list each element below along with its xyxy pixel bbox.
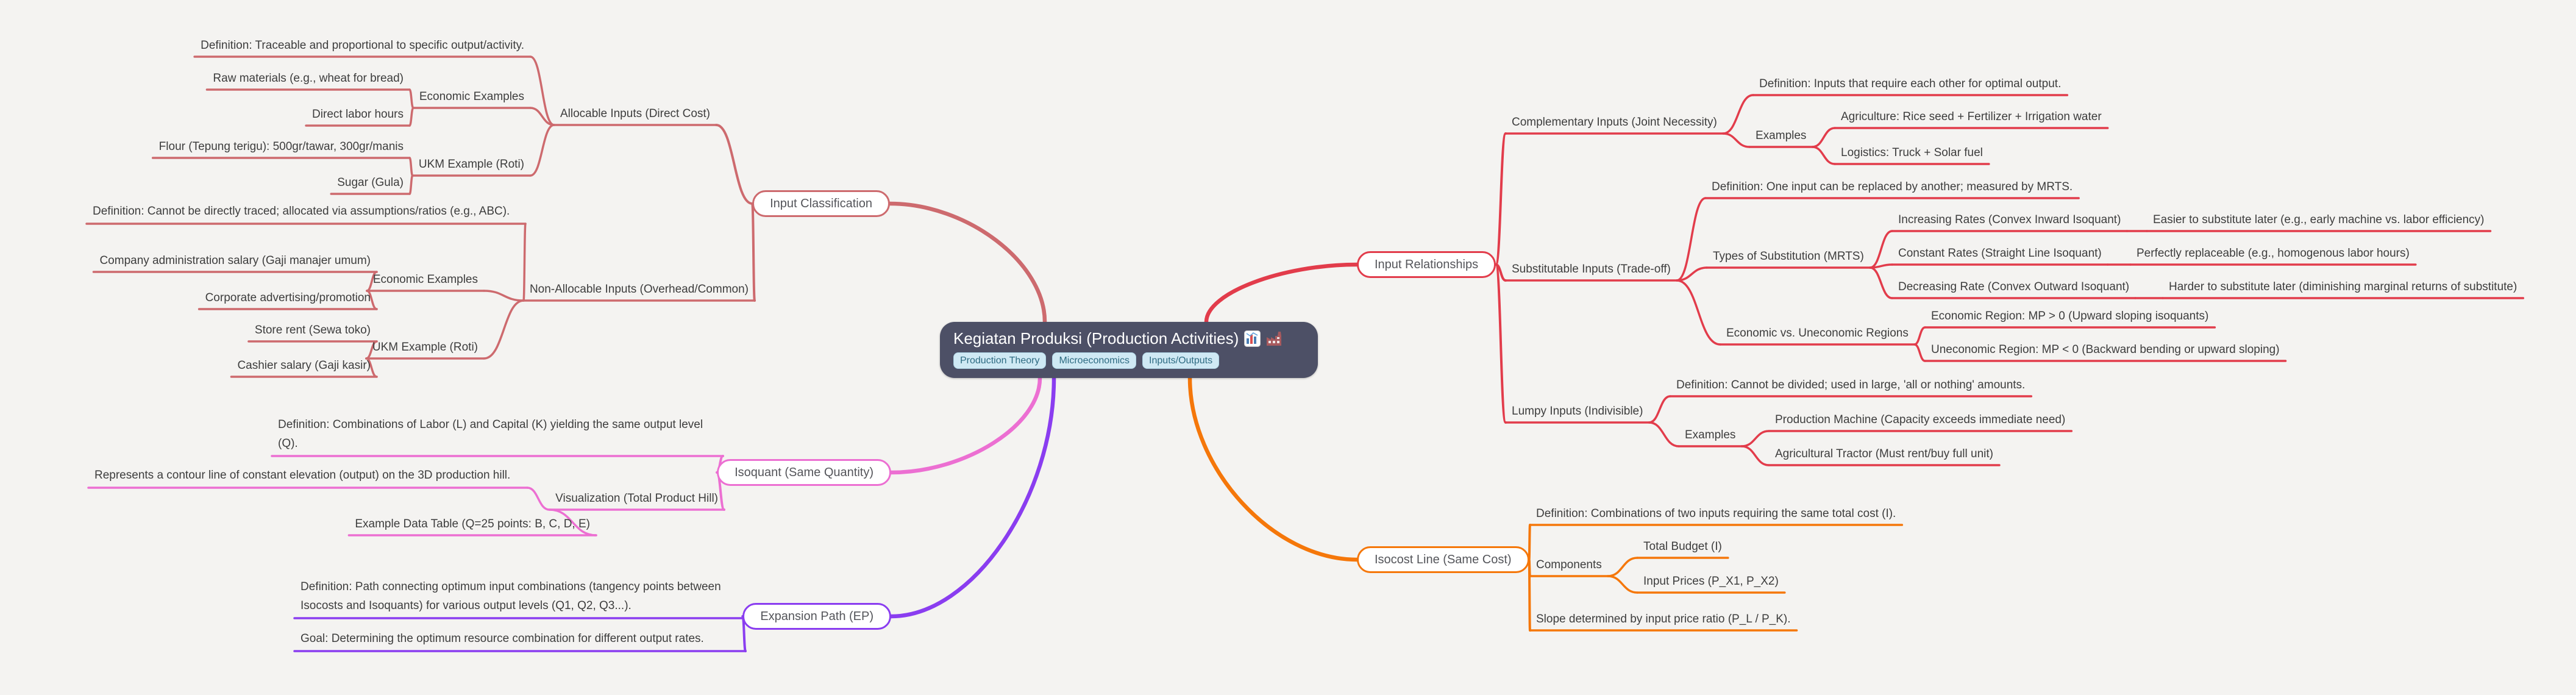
node-lumpy-examples[interactable]: Examples — [1685, 429, 1736, 441]
node-lumpy-definition[interactable]: Definition: Cannot be divided; used in l… — [1676, 379, 2026, 391]
node-cashier-salary[interactable]: Cashier salary (Gaji kasir) — [237, 359, 371, 372]
node-allocable-economic-examples[interactable]: Economic Examples — [419, 90, 524, 103]
root-title-text: Kegiatan Produksi (Production Activities… — [953, 329, 1239, 348]
root-node[interactable]: Kegiatan Produksi (Production Activities… — [940, 322, 1318, 378]
node-expansion-goal[interactable]: Goal: Determining the optimum resource c… — [301, 632, 704, 645]
node-increasing-rates[interactable]: Increasing Rates (Convex Inward Isoquant… — [1898, 213, 2121, 226]
node-allocable-inputs[interactable]: Allocable Inputs (Direct Cost) — [560, 107, 710, 120]
node-complementary-inputs[interactable]: Complementary Inputs (Joint Necessity) — [1512, 116, 1717, 129]
node-isocost-line[interactable]: Isocost Line (Same Cost) — [1357, 546, 1529, 573]
node-agriculture-example[interactable]: Agriculture: Rice seed + Fertilizer + Ir… — [1841, 110, 2102, 123]
node-components[interactable]: Components — [1536, 558, 1602, 571]
badge-inputs-outputs: Inputs/Outputs — [1142, 352, 1220, 369]
node-input-relationships[interactable]: Input Relationships — [1357, 251, 1496, 278]
node-contour-description[interactable]: Represents a contour line of constant el… — [94, 469, 511, 482]
node-lumpy-inputs[interactable]: Lumpy Inputs (Indivisible) — [1512, 405, 1643, 418]
factory-icon — [1267, 331, 1282, 346]
node-raw-materials[interactable]: Raw materials (e.g., wheat for bread) — [213, 72, 404, 85]
node-increasing-rates-note[interactable]: Easier to substitute later (e.g., early … — [2153, 213, 2485, 226]
node-constant-rates-note[interactable]: Perfectly replaceable (e.g., homogenous … — [2137, 247, 2410, 260]
node-allocable-ukm-example[interactable]: UKM Example (Roti) — [418, 158, 524, 171]
node-decreasing-rate[interactable]: Decreasing Rate (Convex Outward Isoquant… — [1898, 280, 2130, 293]
node-non-allocable-inputs[interactable]: Non-Allocable Inputs (Overhead/Common) — [529, 283, 749, 296]
node-non-allocable-ukm-example[interactable]: UKM Example (Roti) — [372, 341, 478, 354]
node-slope[interactable]: Slope determined by input price ratio (P… — [1536, 613, 1791, 626]
root-tags: Production Theory Microeconomics Inputs/… — [953, 352, 1304, 369]
node-expansion-path[interactable]: Expansion Path (EP) — [742, 603, 891, 630]
node-agricultural-tractor[interactable]: Agricultural Tractor (Must rent/buy full… — [1775, 447, 1993, 460]
node-economic-vs-uneconomic[interactable]: Economic vs. Uneconomic Regions — [1726, 327, 1909, 340]
node-input-prices[interactable]: Input Prices (P_X1, P_X2) — [1643, 575, 1779, 588]
root-title: Kegiatan Produksi (Production Activities… — [953, 328, 1304, 349]
node-visualization[interactable]: Visualization (Total Product Hill) — [555, 492, 718, 505]
node-substitutable-inputs[interactable]: Substitutable Inputs (Trade-off) — [1512, 263, 1671, 276]
node-economic-region[interactable]: Economic Region: MP > 0 (Upward sloping … — [1931, 310, 2209, 323]
badge-microeconomics: Microeconomics — [1052, 352, 1137, 369]
node-company-admin-salary[interactable]: Company administration salary (Gaji mana… — [99, 254, 371, 267]
node-isoquant[interactable]: Isoquant (Same Quantity) — [717, 459, 891, 486]
node-input-classification[interactable]: Input Classification — [752, 190, 890, 217]
node-isoquant-definition[interactable]: Definition: Combinations of Labor (L) an… — [278, 418, 703, 450]
node-corporate-advertising[interactable]: Corporate advertising/promotion — [205, 291, 371, 304]
node-store-rent[interactable]: Store rent (Sewa toko) — [254, 324, 371, 337]
node-total-budget[interactable]: Total Budget (I) — [1643, 540, 1722, 553]
node-sugar[interactable]: Sugar (Gula) — [337, 176, 404, 189]
node-complementary-definition[interactable]: Definition: Inputs that require each oth… — [1759, 77, 2062, 90]
badge-production-theory: Production Theory — [953, 352, 1047, 369]
node-flour[interactable]: Flour (Tepung terigu): 500gr/tawar, 300g… — [158, 140, 404, 153]
node-uneconomic-region[interactable]: Uneconomic Region: MP < 0 (Backward bend… — [1931, 343, 2280, 356]
node-constant-rates[interactable]: Constant Rates (Straight Line Isoquant) — [1898, 247, 2102, 260]
node-types-of-substitution[interactable]: Types of Substitution (MRTS) — [1713, 250, 1864, 263]
node-complementary-examples[interactable]: Examples — [1756, 129, 1807, 142]
node-non-allocable-definition[interactable]: Definition: Cannot be directly traced; a… — [93, 205, 510, 218]
node-logistics-example[interactable]: Logistics: Truck + Solar fuel — [1841, 146, 1983, 159]
node-non-allocable-economic-examples[interactable]: Economic Examples — [372, 273, 478, 286]
node-isocost-definition[interactable]: Definition: Combinations of two inputs r… — [1536, 507, 1896, 520]
node-production-machine[interactable]: Production Machine (Capacity exceeds imm… — [1775, 413, 2066, 426]
node-example-data-table[interactable]: Example Data Table (Q=25 points: B, C, D… — [355, 518, 590, 530]
node-expansion-definition[interactable]: Definition: Path connecting optimum inpu… — [301, 580, 721, 612]
node-substitutable-definition[interactable]: Definition: One input can be replaced by… — [1712, 180, 2073, 193]
bar-chart-icon — [1244, 330, 1261, 347]
node-decreasing-rate-note[interactable]: Harder to substitute later (diminishing … — [2169, 280, 2517, 293]
node-allocable-definition[interactable]: Definition: Traceable and proportional t… — [201, 39, 524, 52]
node-direct-labor-hours[interactable]: Direct labor hours — [312, 108, 404, 121]
